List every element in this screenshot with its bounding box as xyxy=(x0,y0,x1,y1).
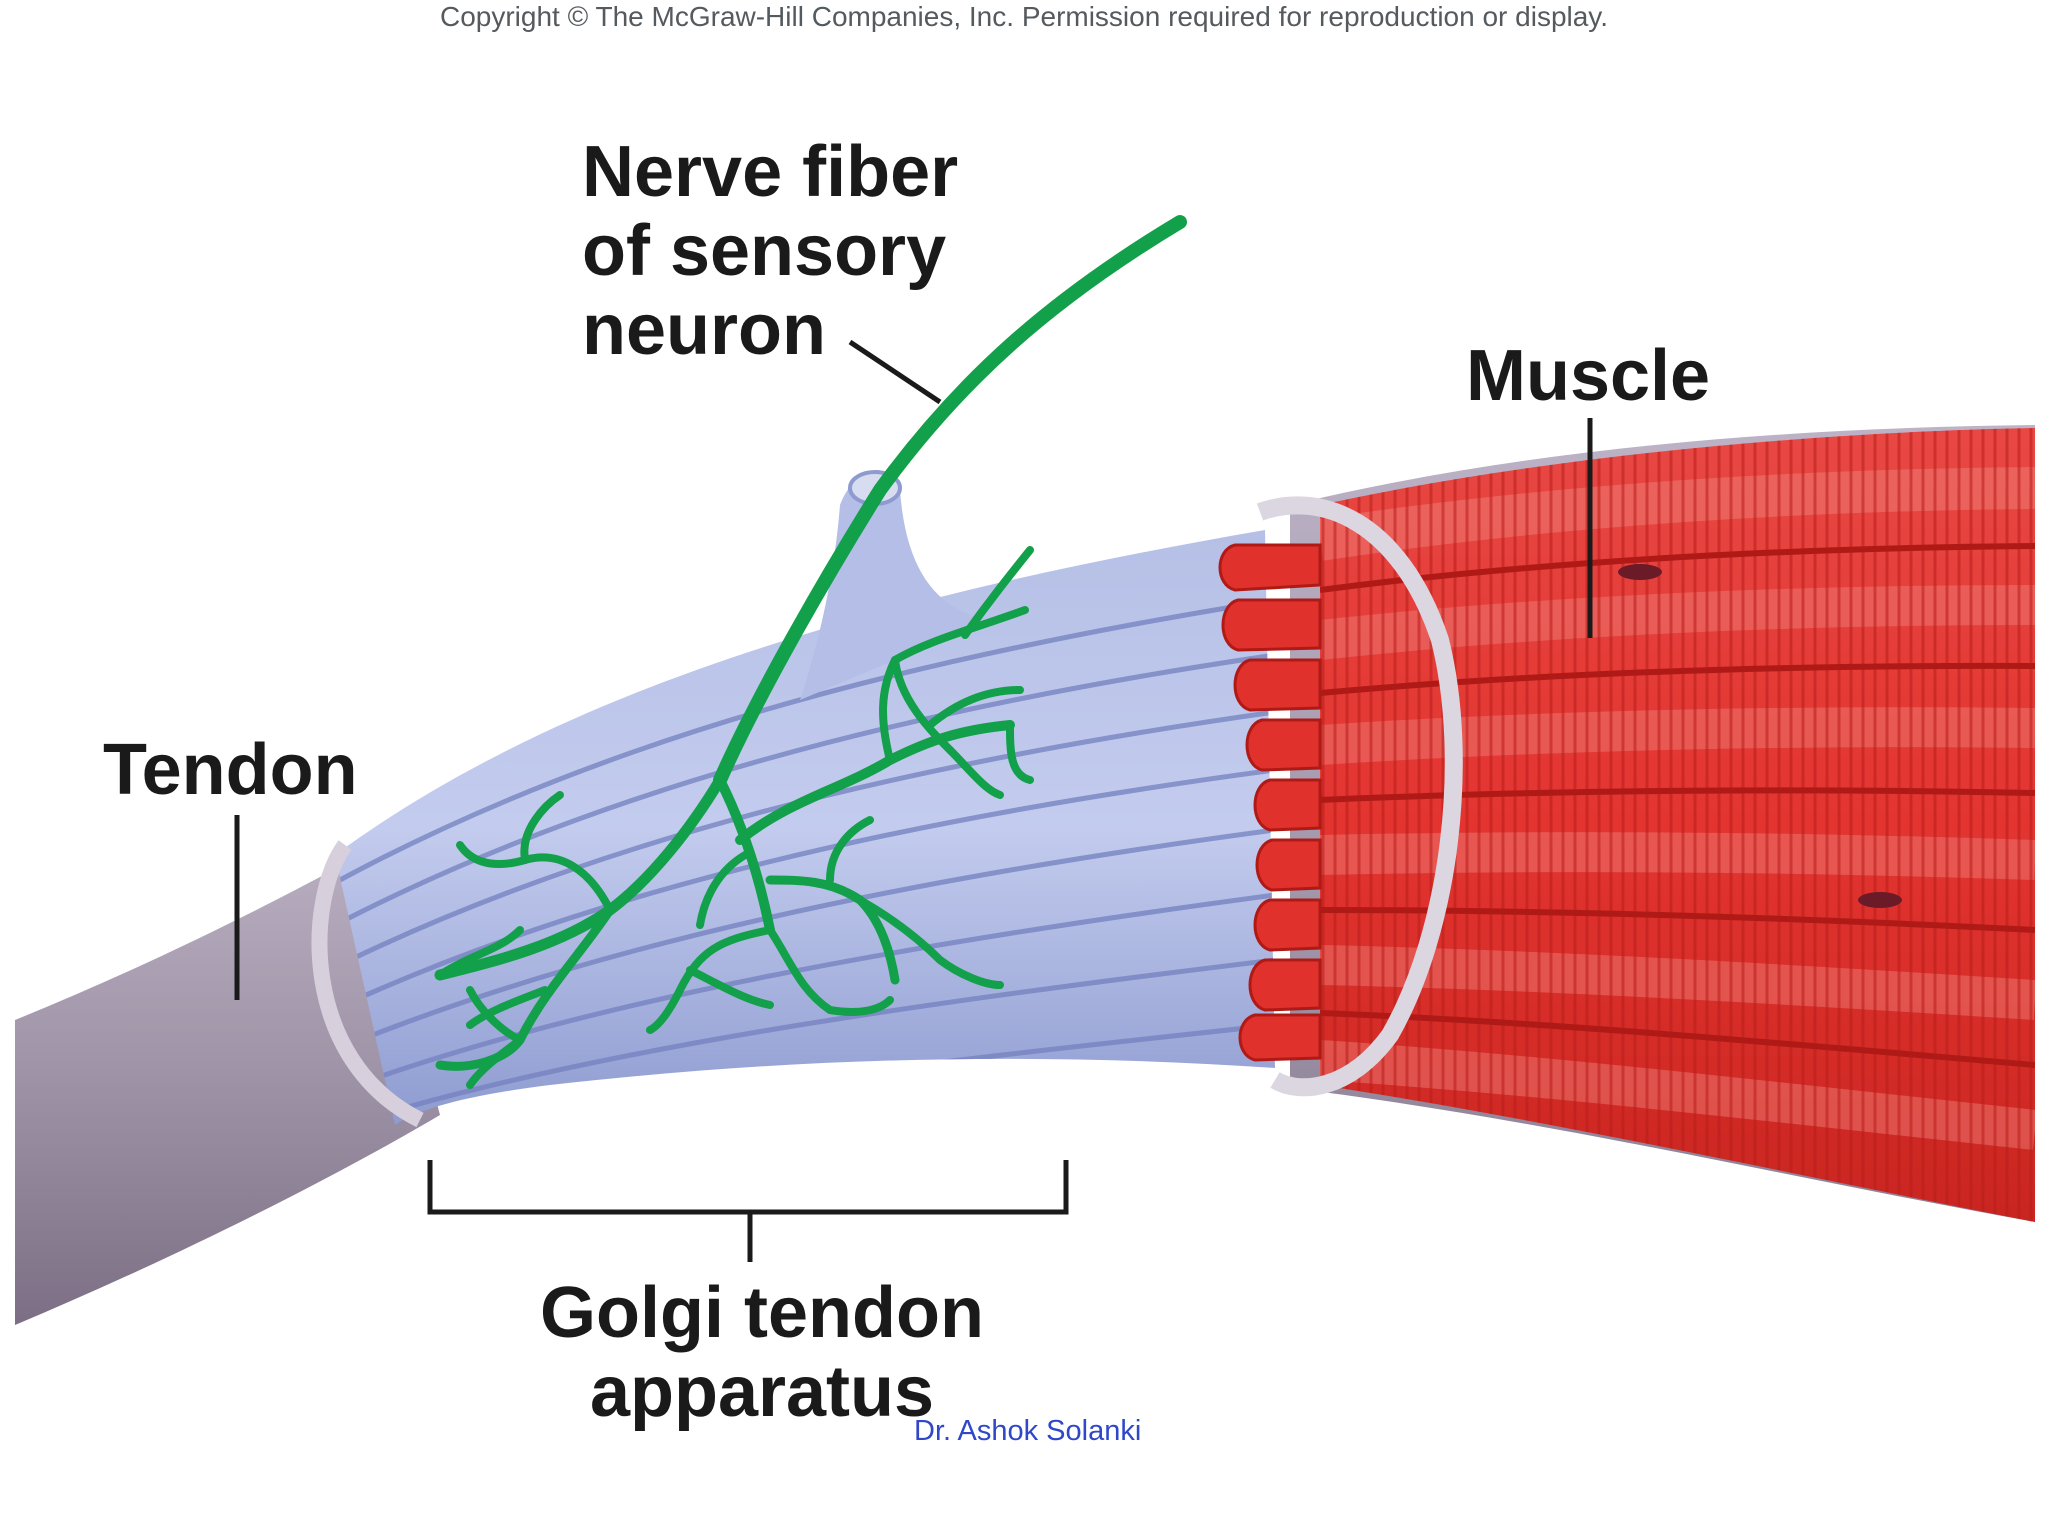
capsule xyxy=(335,470,1275,1125)
copyright-notice: Copyright © The McGraw-Hill Companies, I… xyxy=(440,1,1608,32)
muscle xyxy=(1320,428,2035,1222)
nerve-fiber-label-line-2: of sensory xyxy=(582,211,946,291)
muscle-cut-ring xyxy=(1256,496,1463,1097)
nerve-fiber-label: Nerve fiber of sensory neuron xyxy=(582,132,958,370)
tendon-label: Tendon xyxy=(103,730,358,810)
nerve-fiber-label-line-1: Nerve fiber xyxy=(582,132,958,212)
nerve-fiber-label-line-3: neuron xyxy=(582,290,826,370)
tendon-cut-ring xyxy=(311,840,424,1128)
golgi-label-line-2: apparatus xyxy=(590,1352,934,1432)
golgi-tendon-apparatus-label: Golgi tendon apparatus xyxy=(540,1273,984,1432)
author-credit: Dr. Ashok Solanki xyxy=(914,1415,1141,1447)
golgi-bracket xyxy=(427,1160,1069,1262)
muscle-label: Muscle xyxy=(1466,336,1710,416)
muscle-fiber-ends xyxy=(1218,543,1322,1062)
nerve-fiber-leader xyxy=(848,339,942,405)
tendon xyxy=(15,850,440,1325)
nerve-fiber xyxy=(434,215,1187,1089)
golgi-label-line-1: Golgi tendon xyxy=(540,1273,984,1353)
